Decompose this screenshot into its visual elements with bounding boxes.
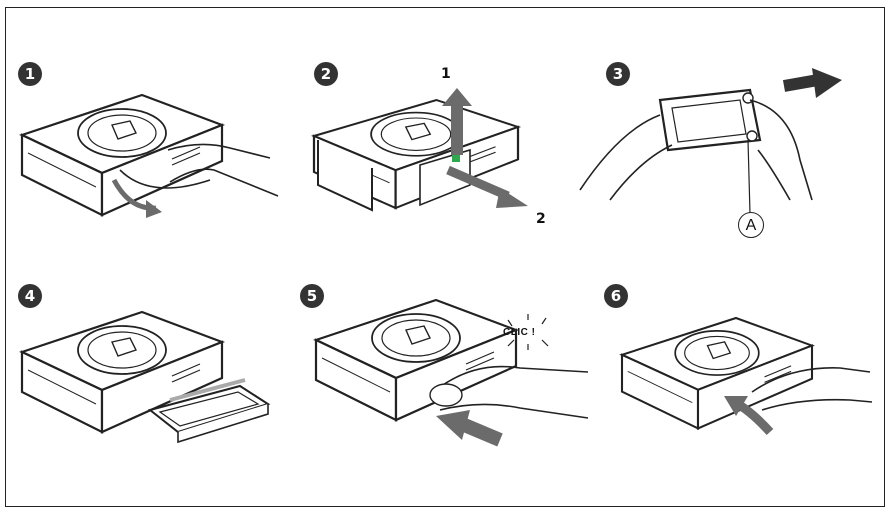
step-5-illustration	[314, 298, 589, 447]
step-2-badge: 2	[314, 62, 338, 86]
step-1-illustration	[20, 93, 279, 218]
step-1-badge: 1	[18, 62, 42, 86]
step-5-badge: 5	[300, 284, 324, 308]
step-5-clic-text: CLIC !	[503, 327, 536, 338]
step-3-badge: 3	[606, 62, 630, 86]
step-2-arrow-out-label: 2	[536, 211, 546, 227]
step-6-illustration	[620, 316, 873, 436]
step-2-arrow-up-label: 1	[441, 66, 451, 82]
step-3-callout-a: A	[738, 212, 764, 238]
step-3-illustration	[579, 68, 842, 215]
step-4-badge: 4	[18, 284, 42, 308]
step-6-badge: 6	[604, 284, 628, 308]
step-4-illustration	[20, 310, 271, 444]
step-2-illustration	[312, 88, 528, 212]
